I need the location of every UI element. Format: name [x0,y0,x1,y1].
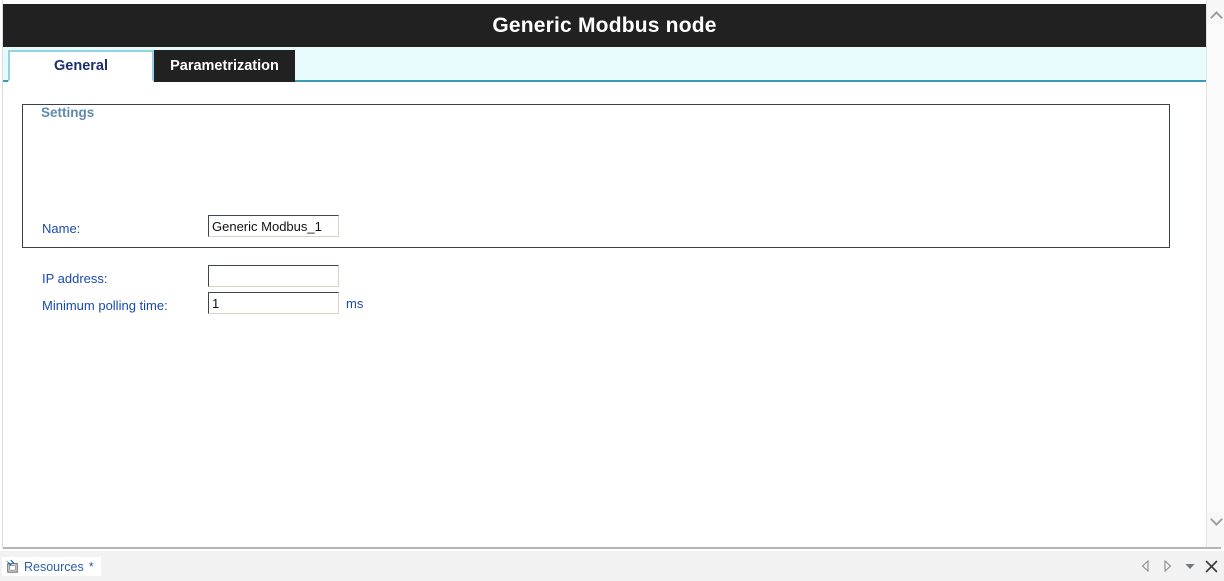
content-status-divider [3,547,1221,549]
scroll-down-button[interactable] [1207,512,1224,530]
close-x-icon [1205,560,1218,572]
status-bar: Resources * [0,551,1224,581]
ip-address-field-label: IP address: [42,270,108,286]
minimum-polling-time-input-value: 1 [212,295,220,311]
tab-general-label: General [54,58,108,74]
triangle-left-icon [1141,560,1149,572]
minimum-polling-time-input[interactable]: 1 [208,292,339,314]
vertical-scrollbar[interactable] [1206,0,1224,548]
name-field-row: Name: [42,218,80,238]
ip-address-field-row: IP address: [42,268,108,288]
name-input-value: Generic Modbus_1 [212,218,322,234]
name-input[interactable]: Generic Modbus_1 [208,215,339,237]
triangle-right-icon [1164,560,1172,572]
minimum-polling-time-field-label: Minimum polling time: [42,297,168,313]
resources-tab-label: Resources [24,559,84,574]
tab-strip: General Parametrization [3,47,1206,82]
minimum-polling-time-field-row: Minimum polling time: [42,295,168,315]
settings-group-legend: Settings [36,106,100,120]
tab-parametrization-label: Parametrization [170,58,279,74]
general-tab-panel: Settings Name: Generic Modbus_1 IP addre… [3,84,1206,544]
tab-parametrization[interactable]: Parametrization [154,50,295,82]
ip-address-input[interactable] [208,265,339,287]
close-panel-button[interactable] [1205,559,1218,573]
chevron-up-icon [1209,10,1223,24]
minimum-polling-time-unit-label: ms [346,296,364,311]
scroll-tabs-left-button[interactable] [1139,559,1152,573]
status-bar-controls [1139,559,1218,573]
window-left-frame-edge [0,0,3,548]
scroll-up-button[interactable] [1207,6,1224,24]
settings-group-box [22,104,1170,248]
scroll-tabs-right-button[interactable] [1161,559,1174,573]
resources-pin-icon [5,559,18,573]
page-title: Generic Modbus node [492,13,717,37]
tab-list-dropdown-button[interactable] [1183,559,1196,573]
resources-tab[interactable]: Resources * [2,557,101,576]
resources-modified-marker: * [88,559,94,574]
tab-general[interactable]: General [8,50,154,82]
name-field-label: Name: [42,220,81,236]
chevron-down-icon [1209,512,1223,526]
vertical-scrollbar-track[interactable] [1207,24,1224,512]
window-title-bar: Generic Modbus node [3,4,1206,47]
chevron-down-icon [1185,564,1194,569]
